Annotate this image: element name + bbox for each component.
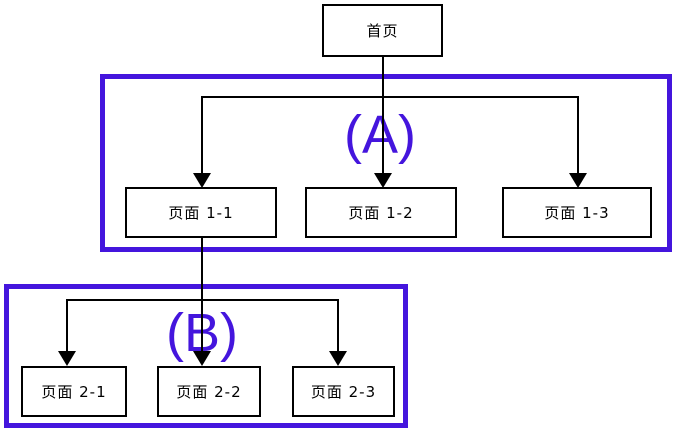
node-page-1-2: 页面 1-2 — [305, 187, 457, 238]
arrowhead-page-1-3-icon — [569, 173, 587, 188]
node-page-1-3-label: 页面 1-3 — [544, 204, 610, 222]
connector-page-1-1-stem — [201, 238, 203, 351]
node-page-1-1-label: 页面 1-1 — [168, 204, 234, 222]
arrowhead-page-1-2-icon — [374, 173, 392, 188]
node-page-1-2-label: 页面 1-2 — [348, 204, 414, 222]
connector-row-a-branch — [201, 96, 579, 98]
group-b-container — [4, 284, 408, 428]
node-page-2-3-label: 页面 2-3 — [310, 383, 377, 401]
node-page-2-2-label: 页面 2-2 — [176, 383, 242, 401]
node-page-1-1: 页面 1-1 — [125, 187, 277, 238]
connector-drop-page-1-3 — [577, 96, 579, 174]
node-page-2-1: 页面 2-1 — [21, 366, 127, 417]
node-page-1-3: 页面 1-3 — [502, 187, 652, 238]
arrowhead-page-2-2-icon — [193, 351, 211, 366]
arrowhead-page-2-3-icon — [329, 351, 347, 366]
node-home-label: 首页 — [366, 22, 399, 40]
connector-drop-page-2-3 — [337, 299, 339, 351]
connector-drop-page-2-1 — [66, 299, 68, 351]
group-a-container — [100, 74, 672, 252]
node-page-2-3: 页面 2-3 — [292, 366, 395, 417]
arrowhead-page-2-1-icon — [58, 351, 76, 366]
node-page-2-1-label: 页面 2-1 — [41, 383, 107, 401]
node-home: 首页 — [322, 4, 443, 57]
group-a-label: (A) — [344, 105, 416, 165]
connector-drop-page-1-1 — [201, 96, 203, 174]
arrowhead-page-1-1-icon — [193, 173, 211, 188]
connector-row-b-branch — [66, 299, 339, 301]
connector-home-stem — [382, 57, 384, 174]
node-page-2-2: 页面 2-2 — [157, 366, 261, 417]
